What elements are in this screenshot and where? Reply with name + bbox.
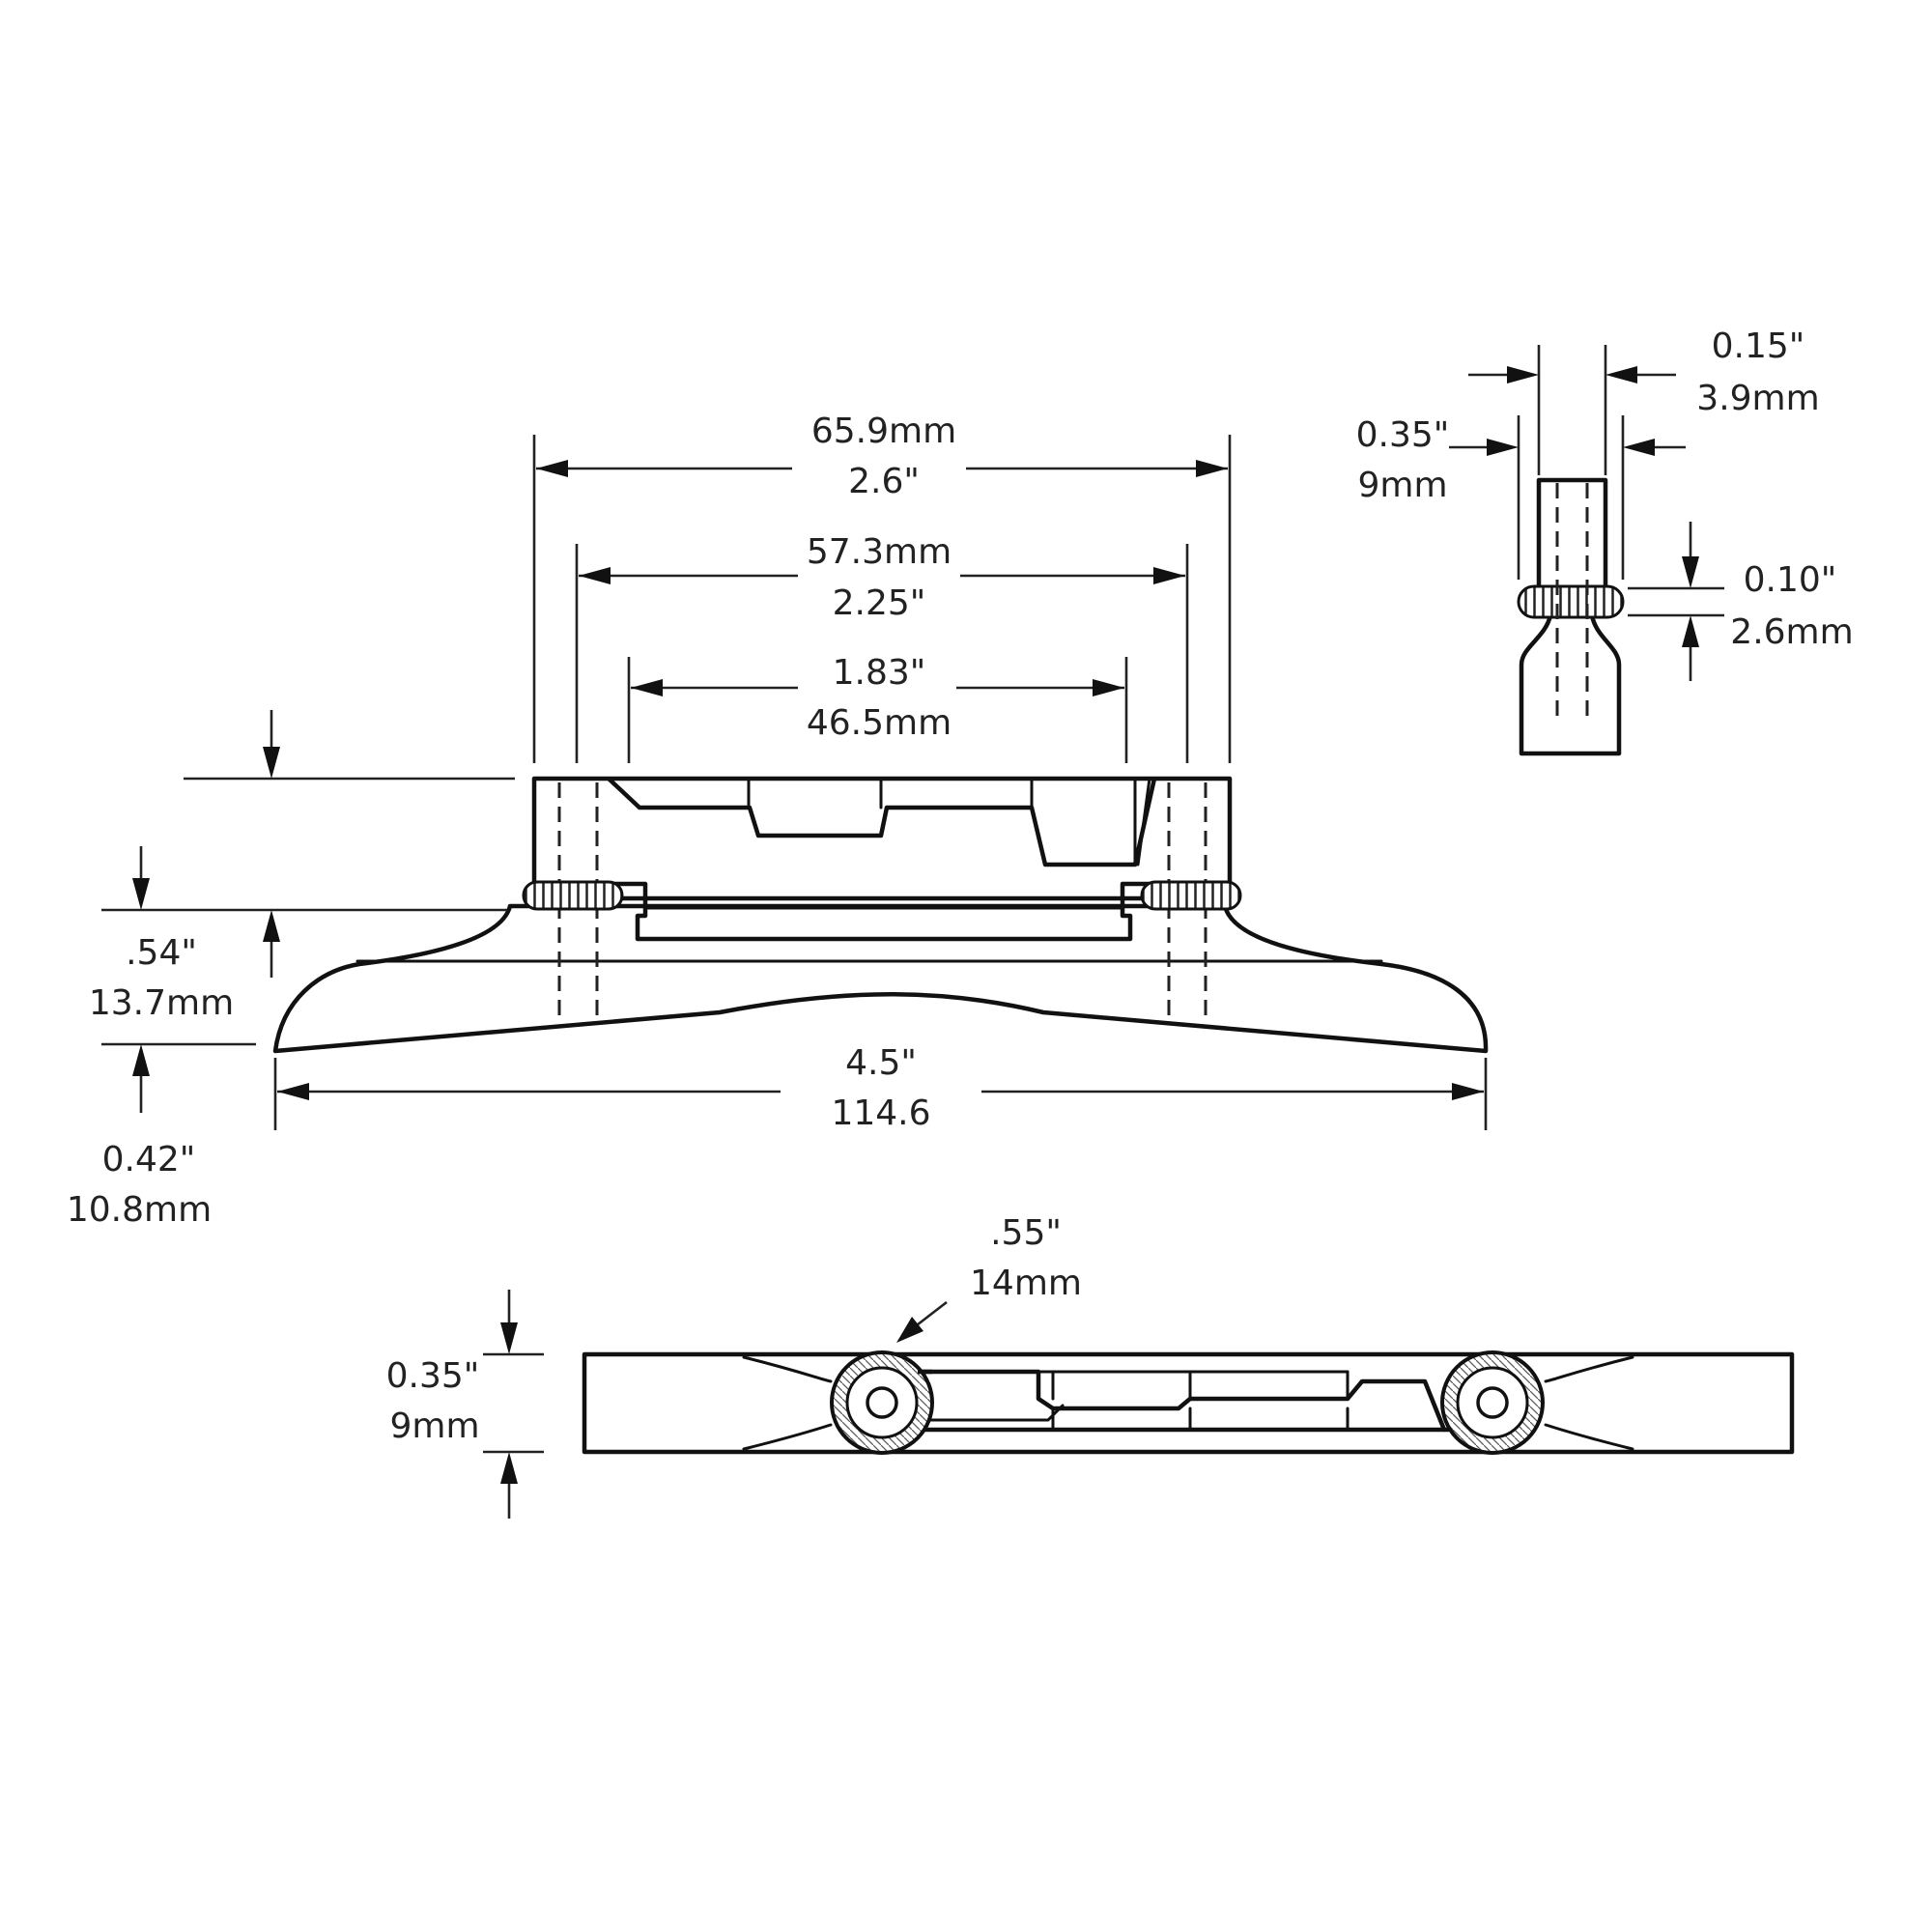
- post-spacing-inch: 2.25": [833, 583, 926, 623]
- post-width-mm: 3.9mm: [1696, 379, 1819, 418]
- thumbwheel-right: [1140, 880, 1242, 911]
- base-height-mm: 10.8mm: [67, 1190, 212, 1230]
- overall-width-mm: 65.9mm: [811, 412, 956, 451]
- overall-width-inch: 2.6": [848, 462, 920, 501]
- side-post: [1536, 477, 1608, 594]
- top-body-outline: [582, 1351, 1795, 1455]
- base-height-inch: 0.42": [102, 1140, 196, 1179]
- side-foot: [1519, 614, 1622, 756]
- wheel-thickness-inch: 0.10": [1744, 560, 1837, 600]
- wheel-diameter-mm: 14mm: [970, 1264, 1082, 1303]
- base-length-inch: 4.5": [845, 1043, 917, 1083]
- depth-mm: 9mm: [389, 1406, 479, 1446]
- front-view: 65.9mm 2.6" 57.3mm 2.25" 1.83" 46.5mm: [67, 412, 1489, 1230]
- wheel-diameter-inch: .55": [990, 1213, 1062, 1253]
- post-spacing-mm: 57.3mm: [807, 532, 952, 572]
- depth-inch: 0.35": [386, 1356, 480, 1396]
- saddle-span-mm: 46.5mm: [807, 703, 952, 743]
- wheel-width-mm: 9mm: [1357, 466, 1447, 505]
- base-length-value: 114.6: [831, 1094, 930, 1133]
- thumbwheel-left: [522, 880, 624, 911]
- side-view: 0.15" 3.9mm 0.35" 9mm 0.10" 2.6mm: [1356, 327, 1854, 756]
- post-width-inch: 0.15": [1712, 327, 1805, 366]
- saddle-span-inch: 1.83": [833, 653, 926, 693]
- post-hole-left: [866, 1386, 898, 1419]
- total-height-inch: .54": [126, 933, 197, 973]
- top-view: .55" 14mm 0.35" 9mm: [386, 1213, 1795, 1519]
- side-wheel: [1517, 584, 1625, 619]
- post-hole-right: [1476, 1386, 1509, 1419]
- wheel-thickness-mm: 2.6mm: [1730, 612, 1853, 652]
- base-outline: [272, 903, 1489, 1054]
- total-height-mm: 13.7mm: [89, 983, 234, 1023]
- wheel-width-inch: 0.35": [1356, 415, 1450, 455]
